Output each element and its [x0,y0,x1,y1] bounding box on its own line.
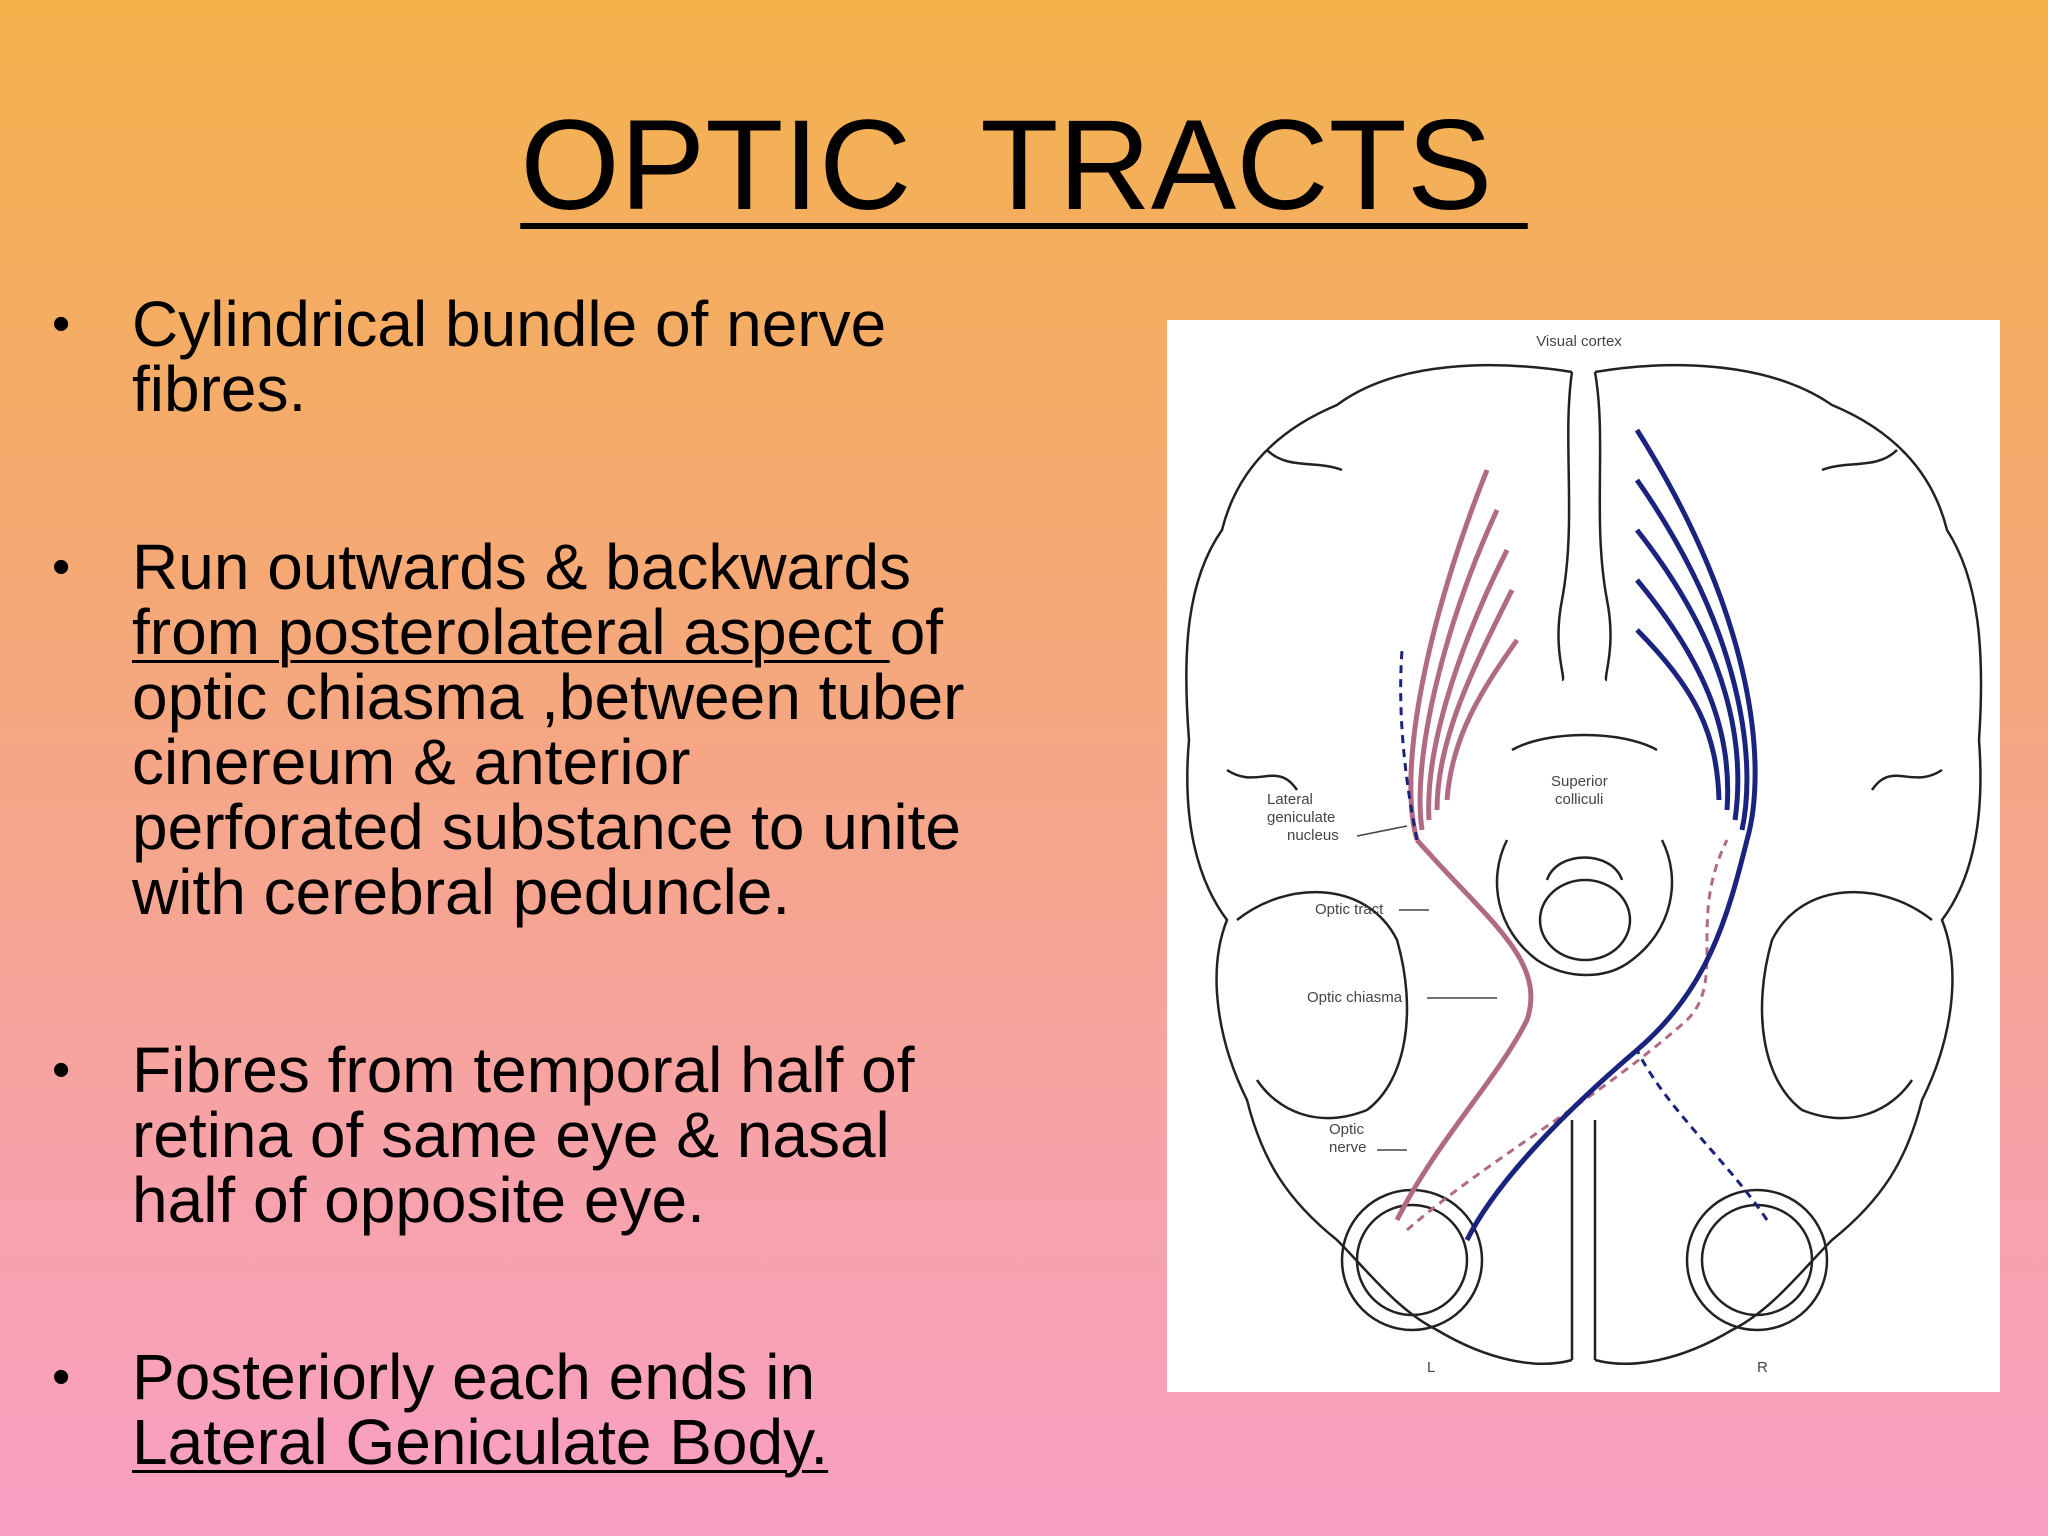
label-lgn-line3: nucleus [1287,827,1339,844]
left-crossing-fibres [1406,839,1729,1232]
bullet-2-underlined-phrase: from posterolateral aspect [132,596,890,668]
bullet-marker: • [52,295,71,353]
bullet-2-text: Run outwards & backwards from posterolat… [132,535,1132,925]
label-optic-nerve-line2: nerve [1329,1139,1367,1156]
label-optic-chiasma: Optic chiasma [1307,989,1403,1006]
bullet-4-underlined-phrase: Lateral Geniculate Body. [132,1406,829,1478]
bullet-marker: • [52,538,71,596]
bullet-1-text: Cylindrical bundle of nerve fibres. [132,288,887,425]
label-lgn-line1: Lateral [1267,791,1313,808]
right-crossing-fibres [1399,649,1769,1221]
visual-pathway-svg: Visual cortex Lateral geniculate nucleus… [1185,333,1983,1376]
label-right-eye: R [1757,1359,1768,1376]
brain-outline [1185,364,1983,1365]
slide-title: OPTIC TRACTS [0,96,2048,236]
bullet-4-text: Posteriorly each ends in Lateral Genicul… [132,1345,1132,1475]
bullet-2-text-end: of optic chiasma ,between tuber cinereum… [132,596,965,928]
bullet-2-text-start: Run outwards & backwards [132,531,912,603]
label-visual-cortex: Visual cortex [1536,333,1622,350]
label-optic-nerve-line1: Optic [1329,1121,1365,1138]
bullet-3-text: Fibres from temporal half of retina of s… [132,1034,915,1236]
label-superior-line1: Superior [1551,773,1608,790]
visual-pathway-diagram: Visual cortex Lateral geniculate nucleus… [1167,320,2000,1392]
slide-title-text: OPTIC TRACTS [520,94,1528,237]
bullet-marker: • [52,1348,71,1406]
label-leader-lines [1356,825,1497,1151]
bullet-4-text-start: Posteriorly each ends in [132,1341,816,1413]
bullet-marker: • [52,1041,71,1099]
label-lgn-line2: geniculate [1267,809,1335,826]
label-superior-line2: colliculi [1555,791,1603,808]
left-visual-pathway [1394,469,1534,1222]
label-optic-tract: Optic tract [1315,901,1384,918]
right-visual-pathway [1464,428,1758,1242]
label-left-eye: L [1427,1359,1435,1376]
